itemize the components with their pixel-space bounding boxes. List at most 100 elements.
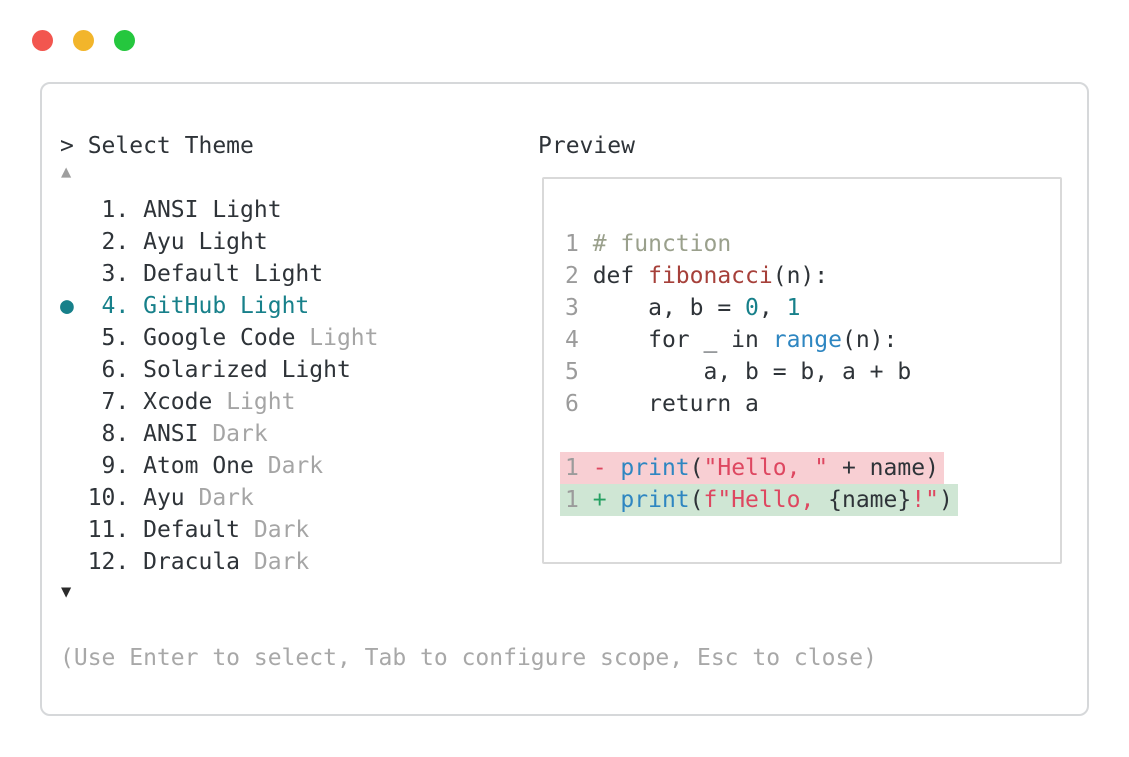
code-line (565, 420, 1060, 452)
theme-name: Default (143, 517, 241, 543)
bullet-spacer (60, 549, 88, 575)
theme-list-item-12[interactable]: 12. Dracula Dark (60, 546, 379, 578)
code-token-plain: a, b = b, a + b (592, 359, 912, 385)
bullet-spacer (60, 357, 88, 383)
theme-variant: Dark (184, 485, 254, 511)
code-token-ln: 1 (565, 455, 593, 481)
theme-name: Xcode (143, 389, 213, 415)
close-button[interactable] (32, 30, 53, 51)
theme-list-item-10[interactable]: 10. Ayu Dark (60, 482, 379, 514)
theme-list-item-11[interactable]: 11. Default Dark (60, 514, 379, 546)
theme-variant: Light (295, 325, 379, 351)
theme-name: ANSI (143, 421, 199, 447)
bullet-spacer (60, 261, 88, 287)
code-token-comment: # function (592, 231, 732, 257)
code-token-num: 0 (745, 295, 759, 321)
bullet-spacer (60, 389, 88, 415)
code-token-plain: + name) (828, 455, 939, 481)
theme-name: Google Code (143, 325, 296, 351)
theme-number: 2. (87, 229, 144, 255)
theme-name: Dracula (143, 549, 241, 575)
selected-bullet-icon: ● (60, 293, 88, 319)
bullet-spacer (60, 229, 88, 255)
code-token-ln: 3 (565, 295, 593, 321)
theme-number: 5. (87, 325, 144, 351)
theme-number: 10. (87, 485, 144, 511)
diff-highlight-add: 1 + print(f"Hello, {name}!") (560, 484, 958, 516)
theme-variant: Light (212, 389, 296, 415)
theme-list-item-6[interactable]: 6. Solarized Light (60, 354, 379, 386)
scroll-up-icon[interactable]: ▲ (61, 162, 72, 182)
theme-number: 9. (87, 453, 144, 479)
theme-number: 4. (87, 293, 144, 319)
bullet-spacer (60, 485, 88, 511)
keyboard-hint: (Use Enter to select, Tab to configure s… (60, 645, 877, 671)
theme-list-item-7[interactable]: 7. Xcode Light (60, 386, 379, 418)
bullet-spacer (60, 197, 88, 223)
code-token-plain: , (758, 295, 787, 321)
code-token-ln: 1 (565, 487, 593, 513)
theme-name: Ayu Light (143, 229, 268, 255)
scroll-down-icon[interactable]: ▼ (61, 582, 72, 602)
code-line: 2 def fibonacci(n): (565, 260, 1060, 292)
theme-variant: Dark (253, 453, 324, 479)
theme-variant: Dark (240, 517, 310, 543)
code-token-num: 1 (786, 295, 801, 321)
theme-number: 12. (87, 549, 144, 575)
code-token-minus: - (592, 455, 621, 481)
theme-list-item-3[interactable]: 3. Default Light (60, 258, 379, 290)
theme-list-item-2[interactable]: 2. Ayu Light (60, 226, 379, 258)
code-line: 5 a, b = b, a + b (565, 356, 1060, 388)
code-token-plain: def (592, 263, 649, 289)
theme-number: 8. (87, 421, 144, 447)
code-token-plain: ) (938, 487, 953, 513)
theme-name: Solarized Light (143, 357, 351, 383)
code-token-str: f"Hello, (703, 487, 829, 513)
theme-name: Ayu (143, 485, 185, 511)
code-token-ln: 5 (565, 359, 593, 385)
code-token-blue: print (620, 487, 690, 513)
theme-list-item-8[interactable]: 8. ANSI Dark (60, 418, 379, 450)
code-token-plain: ( (689, 455, 704, 481)
diff-line-added: 1 + print(f"Hello, {name}!") (560, 484, 1060, 516)
bullet-spacer (60, 421, 88, 447)
code-token-blue: print (620, 455, 690, 481)
code-line: 6 return a (565, 388, 1060, 420)
theme-variant: Dark (198, 421, 268, 447)
code-line: 3 a, b = 0, 1 (565, 292, 1060, 324)
bullet-spacer (60, 517, 88, 543)
code-token-plain: ( (689, 487, 704, 513)
zoom-button[interactable] (114, 30, 135, 51)
code-line: 4 for _ in range(n): (565, 324, 1060, 356)
theme-list-item-5[interactable]: 5. Google Code Light (60, 322, 379, 354)
code-token-ln: 4 (565, 327, 593, 353)
code-token-plus: + (592, 487, 621, 513)
theme-number: 11. (87, 517, 144, 543)
theme-list-item-1[interactable]: 1. ANSI Light (60, 194, 379, 226)
theme-picker-panel: > Select Theme ▲ 1. ANSI Light 2. Ayu Li… (40, 82, 1089, 716)
code-token-str: !" (911, 487, 939, 513)
theme-list: 1. ANSI Light 2. Ayu Light 3. Default Li… (60, 194, 379, 578)
preview-title: Preview (538, 133, 635, 159)
code-token-func: fibonacci (648, 263, 773, 289)
code-token-ln: 6 (565, 391, 593, 417)
theme-list-item-4[interactable]: ● 4. GitHub Light (60, 290, 379, 322)
theme-number: 6. (87, 357, 144, 383)
theme-number: 7. (87, 389, 144, 415)
diff-highlight-del: 1 - print("Hello, " + name) (560, 452, 944, 484)
code-token-blue: range (772, 327, 842, 353)
code-token-ln: 2 (565, 263, 593, 289)
code-token-plain: (n): (841, 327, 898, 353)
code-token-plain: a, b = (592, 295, 746, 321)
code-token-str: "Hello, " (703, 455, 829, 481)
theme-name: GitHub Light (143, 293, 310, 319)
bullet-spacer (60, 325, 88, 351)
code-line: 1 # function (565, 228, 1060, 260)
theme-list-item-9[interactable]: 9. Atom One Dark (60, 450, 379, 482)
theme-name: ANSI Light (143, 197, 282, 223)
bullet-spacer (60, 453, 88, 479)
minimize-button[interactable] (73, 30, 94, 51)
diff-line-removed: 1 - print("Hello, " + name) (560, 452, 1060, 484)
